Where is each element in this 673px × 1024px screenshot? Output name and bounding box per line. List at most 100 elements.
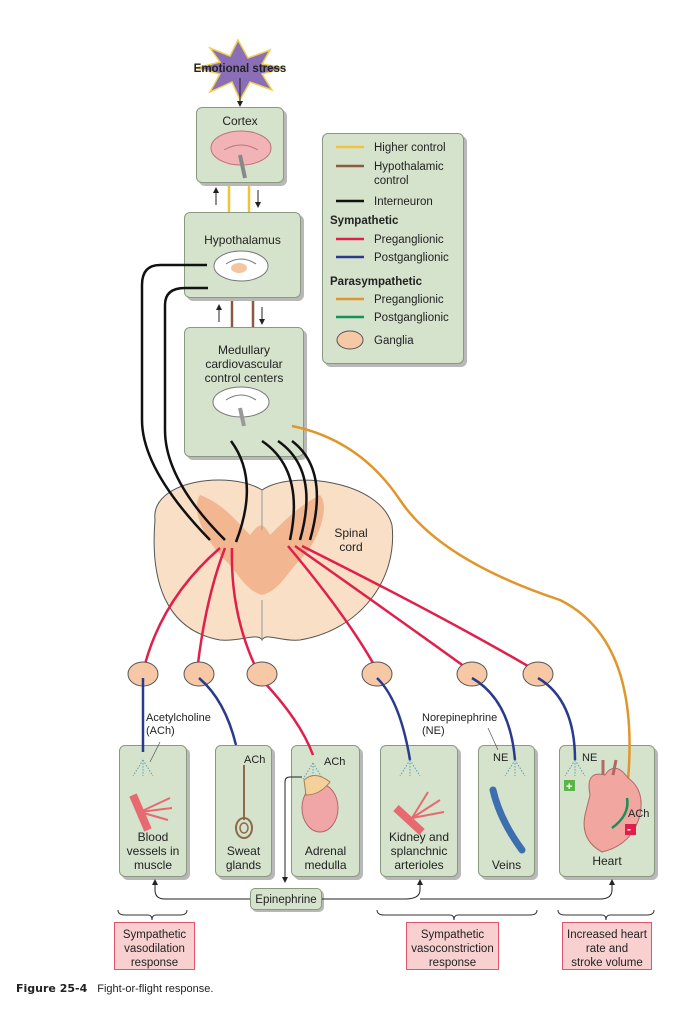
sweat-glands-label-1: Sweat <box>226 844 261 858</box>
veins-label: Veins <box>491 858 522 872</box>
response-heart-line-1: Increased heart <box>567 929 647 941</box>
brace-heart <box>557 909 655 921</box>
legend-hypothalamic-2: control <box>374 175 409 187</box>
epinephrine-path <box>282 776 302 883</box>
sympathetic-postganglionic-lines <box>141 676 577 761</box>
blood-vessels-label-2: vessels in <box>126 844 180 858</box>
legend-ganglia: Ganglia <box>374 335 414 347</box>
hypothalamus-box <box>184 212 301 298</box>
plus-badge-text: + <box>566 781 572 793</box>
minus-badge <box>625 824 636 835</box>
response-heart: Increased heart rate and stroke volume <box>562 922 652 970</box>
adrenal-label-2: medulla <box>304 858 347 872</box>
brace-vasoconstriction <box>376 909 538 921</box>
legend-symp-postganglionic: Postganglionic <box>374 252 449 264</box>
response-vasoconstriction-line-3: response <box>428 957 477 969</box>
medulla-label-2: cardiovascular <box>205 357 283 371</box>
epinephrine-to-vessels <box>152 879 250 900</box>
response-vasoconstriction-line-2: vasoconstriction <box>411 943 494 955</box>
minus-badge-text: - <box>627 822 631 836</box>
sweat-gland-icon <box>235 765 253 839</box>
ne-callout-2: (NE) <box>422 725 445 737</box>
heart-ach-label: ACh <box>628 808 650 820</box>
legend-higher-control: Higher control <box>374 142 446 154</box>
ach-callout-pointer <box>149 741 161 763</box>
ganglion <box>456 661 488 687</box>
hypothalamus-label: Hypothalamus <box>204 233 281 247</box>
brain-icon <box>210 130 272 179</box>
epinephrine-to-kidney <box>322 879 423 900</box>
adrenal-ach-label: ACh <box>324 756 346 768</box>
response-vasodilation: Sympathetic vasodilation response <box>114 922 195 970</box>
sympathetic-preganglionic-lines <box>141 544 539 756</box>
epinephrine-box <box>250 888 322 910</box>
ganglion <box>522 661 554 687</box>
cortex-label: Cortex <box>222 114 258 128</box>
veins-ne-label: NE <box>493 752 509 764</box>
ganglion <box>183 661 215 687</box>
legend-symp-preganglionic: Preganglionic <box>374 234 444 246</box>
ach-callout-1: Acetylcholine <box>146 712 211 724</box>
brain-icon <box>212 386 270 427</box>
legend-para-preganglionic: Preganglionic <box>374 294 444 306</box>
kidney-label-1: Kidney and <box>388 830 450 844</box>
epinephrine-label: Epinephrine <box>255 894 317 906</box>
spinal-cord <box>153 479 394 642</box>
blood-vessels-label-1: Blood <box>137 830 169 844</box>
vein-icon <box>489 786 526 854</box>
neurotransmitter-spray-icon <box>132 759 586 780</box>
legend-sympathetic-heading: Sympathetic <box>330 215 399 227</box>
response-vasodilation-line-2: vasodilation <box>124 943 185 955</box>
sweat-ach-label: ACh <box>244 754 266 766</box>
legend-box <box>322 133 464 364</box>
legend-para-postganglionic: Postganglionic <box>374 312 449 324</box>
ne-callout-pointer <box>487 727 499 751</box>
emotional-stress-label: Emotional stress <box>193 63 287 75</box>
legend-hypothalamic-1: Hypothalamic <box>374 161 444 173</box>
figure-caption-text: Fight-or-flight response. <box>97 983 214 995</box>
response-heart-line-3: stroke volume <box>571 957 643 969</box>
kidney-label-2: splanchnic <box>390 844 448 858</box>
epinephrine-to-heart <box>420 879 615 900</box>
blood-vessel-icon <box>129 793 173 832</box>
blood-vessels-label-3: muscle <box>133 858 172 872</box>
heart-icon <box>583 759 642 853</box>
ganglia <box>127 661 554 687</box>
legend-parasympathetic-heading: Parasympathetic <box>330 276 423 288</box>
medulla-label-1: Medullary <box>217 343 271 357</box>
legend-swatch-ganglia <box>336 330 364 350</box>
response-vasodilation-line-3: response <box>130 957 179 969</box>
kidney-adrenal-icon <box>301 775 339 833</box>
heart-ne-label: NE <box>582 752 598 764</box>
figure-number: Figure 25-4 <box>16 982 88 995</box>
interneuron-lines <box>140 263 319 543</box>
adrenal-label-1: Adrenal <box>304 844 347 858</box>
target-box-kidney <box>380 745 458 877</box>
response-vasoconstriction: Sympathetic vasoconstriction response <box>406 922 499 970</box>
brace-vasodilation <box>117 909 188 921</box>
figure-caption: Figure 25-4 Fight-or-flight response. <box>16 982 213 995</box>
ach-callout-2: (ACh) <box>146 725 175 737</box>
legend-interneuron: Interneuron <box>374 196 433 208</box>
legend-swatches <box>336 145 364 319</box>
kidney-label-3: arterioles <box>394 858 444 872</box>
ne-callout-1: Norepinephrine <box>422 712 498 724</box>
target-box-veins <box>478 745 535 877</box>
response-vasodilation-line-1: Sympathetic <box>122 929 187 941</box>
ganglion <box>361 661 393 687</box>
plus-badge <box>564 780 575 791</box>
ganglion <box>246 661 278 687</box>
arteriole-icon <box>393 791 445 835</box>
parasympathetic-postganglionic-line <box>611 797 629 830</box>
sweat-glands-label-2: glands <box>225 858 262 872</box>
response-vasoconstriction-line-1: Sympathetic <box>420 929 485 941</box>
parasympathetic-preganglionic-line <box>291 424 631 781</box>
heart-label: Heart <box>592 854 622 868</box>
brain-icon <box>213 250 269 282</box>
spinal-cord-label-1: Spinal <box>334 526 368 540</box>
response-heart-line-2: rate and <box>585 943 629 955</box>
medulla-label-3: control centers <box>204 371 284 385</box>
spinal-cord-label-2: cord <box>339 540 363 554</box>
